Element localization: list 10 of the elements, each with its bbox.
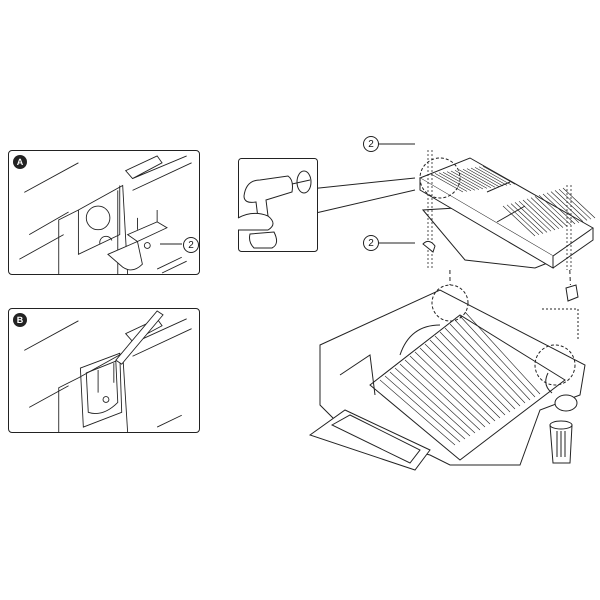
alignment-line xyxy=(569,270,571,286)
zoom-line xyxy=(318,190,416,214)
alignment-line xyxy=(449,270,450,286)
panel-letter: B xyxy=(13,313,27,327)
callout-number: 2 xyxy=(363,136,379,152)
zoom-line xyxy=(318,178,416,189)
callout-number: 2 xyxy=(363,235,379,251)
callout-number: 2 xyxy=(183,237,199,253)
panel-letter: A xyxy=(13,155,27,169)
drill-inset-drawing xyxy=(238,158,318,252)
